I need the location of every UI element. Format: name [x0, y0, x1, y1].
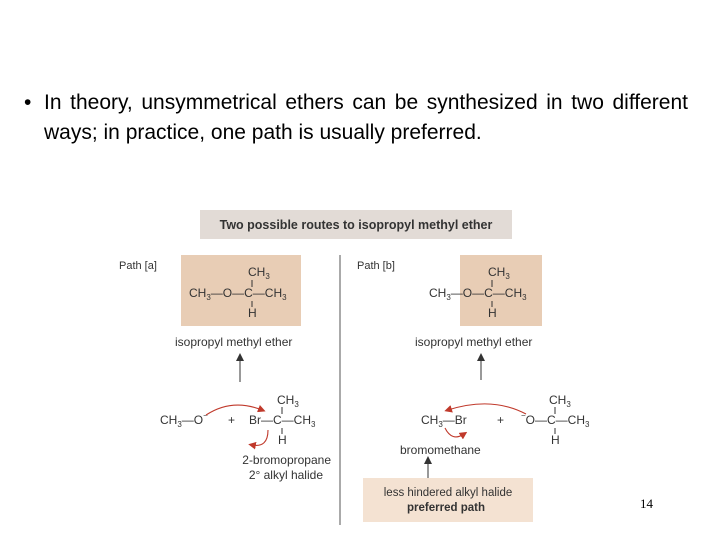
slide-number: 14 — [640, 496, 653, 511]
path-b-callout-line2: preferred path — [407, 502, 485, 514]
path-b-halide-name: bromomethane — [400, 443, 481, 457]
svg-text:+: + — [228, 413, 235, 427]
svg-text:CH3: CH3 — [549, 393, 571, 409]
path-a-label: Path [a] — [119, 260, 157, 272]
svg-text:CH3—Br: CH3—Br — [421, 413, 467, 429]
path-a-product-name: isopropyl methyl ether — [175, 335, 292, 349]
svg-text:−O—C—CH3: −O—C—CH3 — [521, 411, 590, 429]
figure-title-panel — [200, 210, 512, 239]
path-a-curved-arrow-2 — [248, 429, 269, 450]
path-b-callout-panel — [363, 478, 533, 522]
svg-text:CH3—O—C—CH3: CH3—O—C—CH3 — [429, 286, 527, 302]
svg-text:Br—C—CH3: Br—C—CH3 — [249, 413, 316, 429]
bullet-marker: • — [24, 91, 32, 114]
path-a-halide-class: 2° alkyl halide — [249, 468, 324, 482]
svg-text:+: + — [497, 413, 504, 427]
path-b-label: Path [b] — [357, 260, 395, 272]
svg-text:CH3: CH3 — [277, 393, 299, 409]
svg-text:CH3—O−: CH3—O− — [160, 411, 208, 429]
bullet-point: • In theory, unsymmetrical ethers can be… — [24, 88, 688, 148]
path-b-reagents: CH3—Br + −O—C—CH3 CH3 H — [421, 393, 590, 447]
path-b-product-panel — [460, 255, 542, 326]
path-a-product-panel — [181, 255, 301, 326]
svg-text:H: H — [488, 306, 497, 320]
path-b-curved-arrow-1 — [444, 403, 527, 415]
path-b-callout-line1: less hindered alkyl halide — [384, 487, 513, 499]
svg-text:H: H — [248, 306, 257, 320]
path-a-product-structure: CH3 CH3—O—C—CH3 H — [189, 265, 287, 320]
bullet-text: In theory, unsymmetrical ethers can be s… — [44, 91, 688, 144]
svg-text:CH3: CH3 — [488, 265, 510, 281]
svg-text:CH3: CH3 — [248, 265, 270, 281]
path-a-curved-arrow-1 — [205, 404, 266, 416]
figure-title: Two possible routes to isopropyl methyl … — [220, 218, 493, 232]
path-b-product-structure: CH3 CH3—O—C—CH3 H — [429, 265, 527, 320]
path-b-curved-arrow-2 — [444, 427, 468, 440]
path-b-product-name: isopropyl methyl ether — [415, 335, 532, 349]
path-a-reagents: CH3—O− + Br—C—CH3 CH3 H — [160, 393, 316, 447]
svg-text:CH3—O—C—CH3: CH3—O—C—CH3 — [189, 286, 287, 302]
svg-text:H: H — [278, 433, 287, 447]
path-a-halide-name: 2-bromopropane — [242, 453, 331, 467]
svg-text:H: H — [551, 433, 560, 447]
